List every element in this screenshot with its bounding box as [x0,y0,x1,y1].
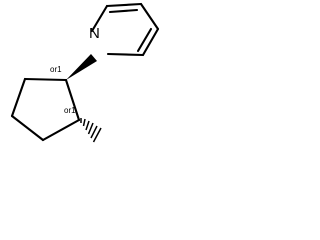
bond-c2-c3-pyrrole [105,2,143,8]
bond-c2-c3-pyrrole-inner [108,8,139,14]
bond-c5-n-pyrrole [106,52,145,57]
bond-c4-c5-pyrrole [141,27,160,57]
wedge-bond-c1-n [66,54,97,80]
bond-cp-c5-c4 [10,77,27,118]
bond-cp-c4-c3 [10,114,45,142]
atom-label-nitrogen: N [89,25,100,42]
bond-cp-c2-c1 [64,78,81,122]
bond-cp-c3-c2 [41,118,81,142]
stereo-label-c2: or1 [64,106,76,115]
hashed-bond-methyl [80,118,102,143]
bond-cp-c1-c5 [23,77,68,82]
molecule-canvas: N or1 or1 [0,0,164,150]
bond-n-c2-pyrrole [90,4,109,33]
bond-c4-c5-pyrrole-inner [136,27,153,53]
bond-c3-c4-pyrrole [139,2,160,31]
molecule-structure: N or1 or1 [10,2,160,143]
stereo-label-c1: or1 [50,65,62,74]
